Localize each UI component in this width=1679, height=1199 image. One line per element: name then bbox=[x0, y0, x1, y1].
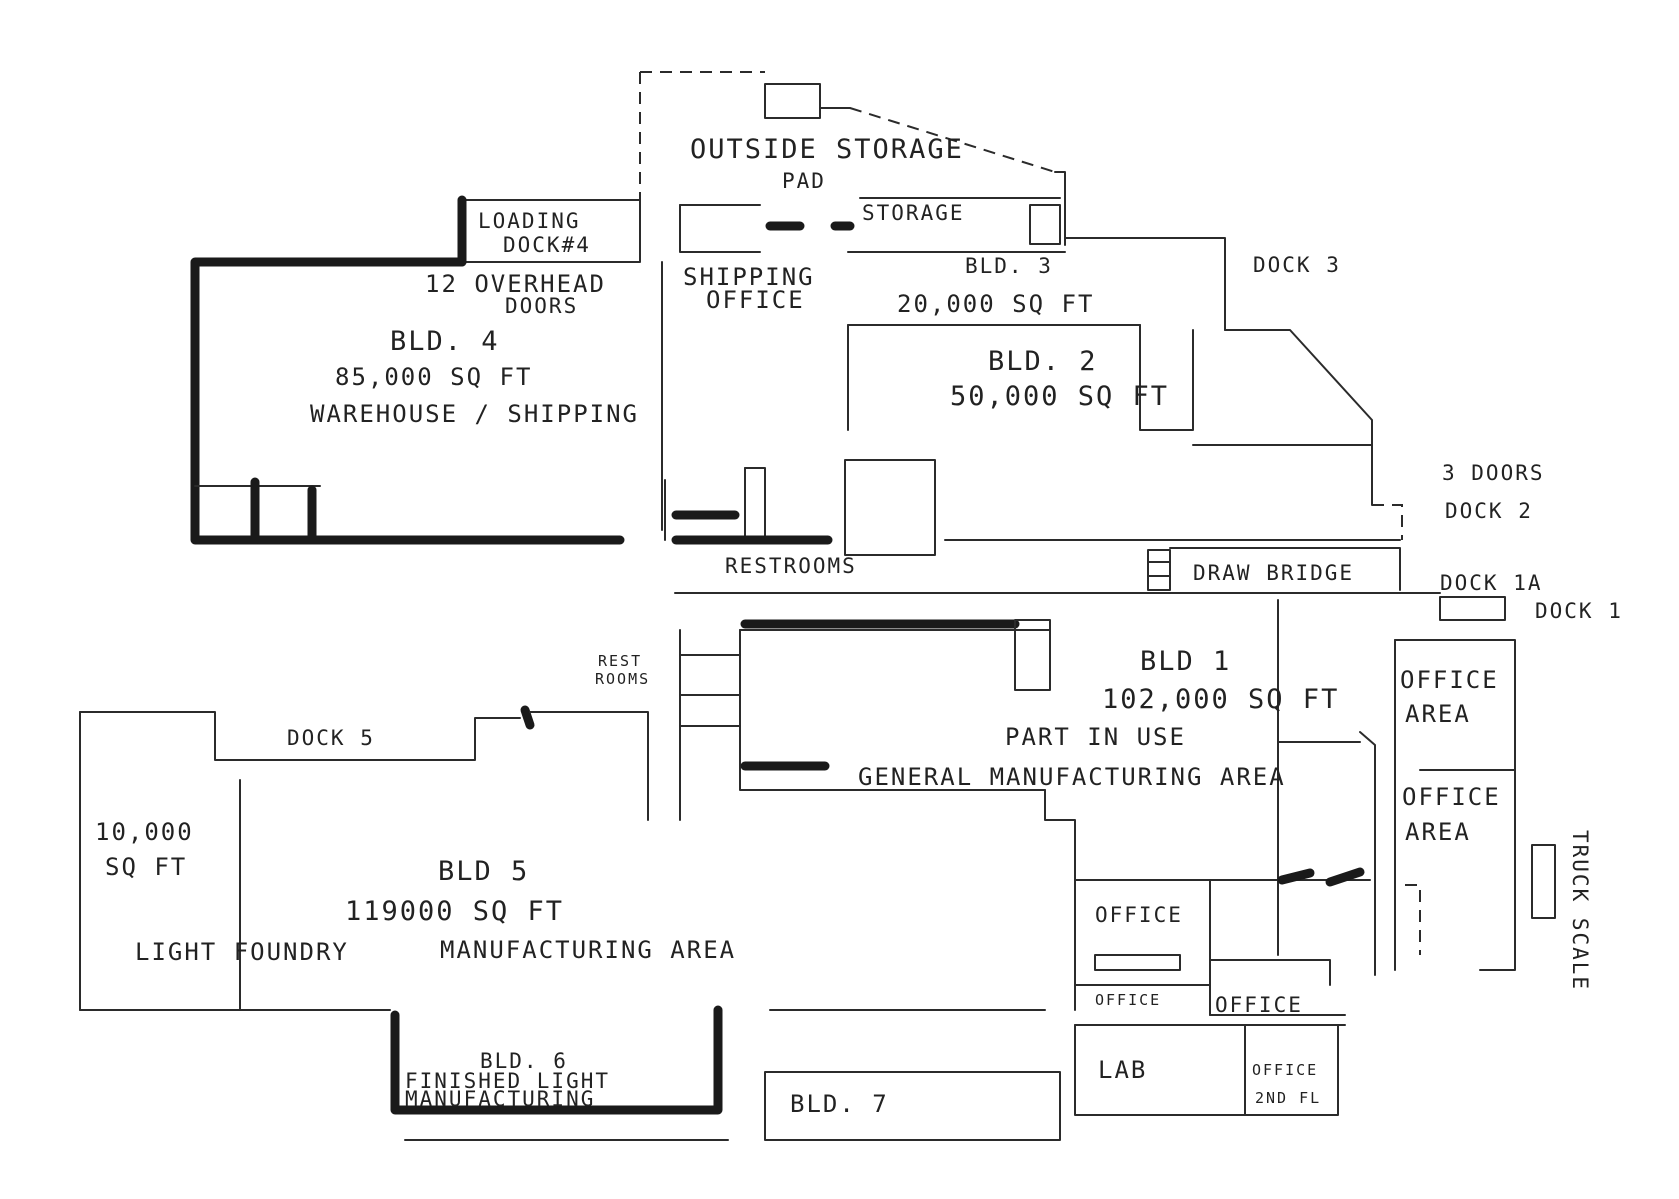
truck-scale bbox=[1531, 844, 1556, 919]
label-pad: PAD bbox=[782, 169, 826, 193]
label-office-c: OFFICE bbox=[1215, 993, 1303, 1017]
label-office-2nd-line1: OFFICE bbox=[1252, 1061, 1318, 1079]
office-cluster bbox=[1074, 867, 1371, 1116]
bld1-outline bbox=[679, 599, 1516, 1011]
label-bld1-name: BLD 1 bbox=[1140, 646, 1231, 677]
label-shipping-office-line1: SHIPPING bbox=[683, 263, 815, 291]
label-bld5-side-area-line2: SQ FT bbox=[105, 853, 187, 881]
label-bld3-name: BLD. 3 bbox=[965, 254, 1053, 278]
bld5-outline bbox=[79, 705, 1046, 1011]
label-office-area-1-line1: OFFICE bbox=[1400, 666, 1499, 694]
label-bld5-side-area-line1: 10,000 bbox=[95, 818, 194, 846]
label-dock1a: DOCK 1A bbox=[1440, 571, 1543, 595]
label-outside-storage: OUTSIDE STORAGE bbox=[690, 134, 964, 165]
outside-storage-pad bbox=[639, 71, 1066, 246]
bld4-outline bbox=[190, 257, 663, 545]
label-bld2-area: 50,000 SQ FT bbox=[950, 381, 1169, 412]
label-bld6-name: BLD. 6 bbox=[480, 1049, 568, 1073]
label-general-mfg: GENERAL MANUFACTURING AREA bbox=[858, 763, 1286, 791]
label-dock2: DOCK 2 bbox=[1445, 499, 1533, 523]
label-bld4-name: BLD. 4 bbox=[390, 326, 500, 357]
label-rest-rooms-line1: REST bbox=[598, 652, 642, 670]
restrooms-area bbox=[664, 459, 1171, 591]
label-dock5: DOCK 5 bbox=[287, 726, 375, 750]
label-office-b: OFFICE bbox=[1095, 991, 1161, 1009]
bld7-outline bbox=[764, 1071, 1061, 1141]
label-shipping-office-line2: OFFICE bbox=[706, 286, 805, 314]
label-restrooms: RESTROOMS bbox=[725, 554, 857, 578]
label-overhead-doors-line1: 12 OVERHEAD bbox=[425, 270, 606, 298]
label-bld6-use-line1: FINISHED LIGHT bbox=[405, 1069, 610, 1093]
label-office-area-2-line1: OFFICE bbox=[1402, 783, 1501, 811]
bld3-outline bbox=[679, 197, 1226, 331]
label-truck-scale: TRUCK SCALE bbox=[1568, 830, 1592, 991]
label-loading-dock-4-line1: LOADING bbox=[478, 209, 581, 233]
label-overhead-doors-line2: DOORS bbox=[505, 294, 578, 318]
label-bld1-status: PART IN USE bbox=[1005, 723, 1186, 751]
label-bld2-name: BLD. 2 bbox=[988, 346, 1098, 377]
label-draw-bridge: DRAW BRIDGE bbox=[1193, 561, 1354, 585]
label-office-area-1-line2: AREA bbox=[1405, 700, 1471, 728]
bld2-outline bbox=[847, 324, 1403, 541]
label-dock3: DOCK 3 bbox=[1253, 253, 1341, 277]
label-bld4-area: 85,000 SQ FT bbox=[335, 363, 532, 391]
label-office-2nd-line2: 2ND FL bbox=[1255, 1089, 1321, 1107]
label-mfg-area: MANUFACTURING AREA bbox=[440, 936, 736, 964]
loading-dock-4 bbox=[457, 195, 641, 267]
bld6-outline bbox=[390, 1005, 729, 1141]
label-lab: LAB bbox=[1098, 1056, 1147, 1084]
label-light-foundry: LIGHT FOUNDRY bbox=[135, 938, 349, 966]
label-dock2-doors: 3 DOORS bbox=[1442, 461, 1545, 485]
label-office-a: OFFICE bbox=[1095, 903, 1183, 927]
label-storage: STORAGE bbox=[862, 201, 965, 225]
label-bld1-area: 102,000 SQ FT bbox=[1102, 684, 1339, 715]
label-bld4-use: WAREHOUSE / SHIPPING bbox=[310, 400, 639, 428]
label-bld3-area: 20,000 SQ FT bbox=[897, 290, 1094, 318]
draw-bridge bbox=[674, 547, 1506, 621]
label-office-area-2-line2: AREA bbox=[1405, 818, 1471, 846]
label-dock1: DOCK 1 bbox=[1535, 599, 1623, 623]
label-bld5-area: 119000 SQ FT bbox=[345, 896, 564, 927]
label-loading-dock-4-line2: DOCK#4 bbox=[503, 233, 591, 257]
label-bld5-name: BLD 5 bbox=[438, 856, 529, 887]
label-rest-rooms-line2: ROOMS bbox=[595, 670, 650, 688]
label-bld7-name: BLD. 7 bbox=[790, 1090, 889, 1118]
label-bld6-use-line2: MANUFACTURING bbox=[405, 1087, 595, 1111]
